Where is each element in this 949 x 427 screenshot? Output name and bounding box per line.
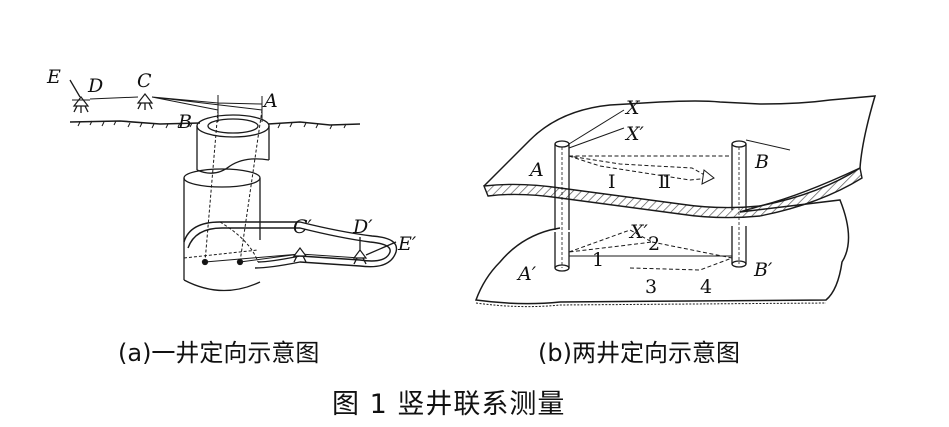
upper-survey-lines: [568, 109, 791, 151]
lower-ground-hatch-edge: [475, 302, 827, 308]
upper-ground-hatched-strip: [483, 166, 863, 219]
label-d: D: [87, 75, 103, 97]
label-b: B: [177, 111, 192, 133]
panel-a-caption: (a)一井定向示意图: [118, 339, 320, 367]
underground-station-d-prime: [352, 237, 368, 265]
figure-title: 图 1 竖井联系测量: [332, 389, 566, 420]
label-ii: Ⅱ: [658, 171, 671, 193]
label-1: 1: [592, 249, 604, 271]
e-to-d-line: [69, 79, 81, 98]
lower-shaft: [183, 178, 261, 280]
label-d-prime: D′: [352, 216, 373, 238]
lower-shaft-base: [183, 279, 261, 292]
lower-traverse: [568, 229, 733, 271]
d-prime-to-e-prime-line: [365, 241, 397, 256]
upper-shaft-bottom: [196, 158, 270, 174]
panel-b-diagram: X X′ A B Ⅰ Ⅱ X′ 2 1 A′ B′ 3 4: [474, 95, 877, 308]
ground-ticks: [77, 120, 347, 130]
surface-connection-lines: [89, 95, 263, 122]
plumb-lines: [204, 109, 263, 263]
lower-shaft-top: [183, 168, 261, 188]
label-e-prime: E′: [397, 233, 417, 255]
surface-station-d: [72, 96, 90, 113]
label-b: B: [754, 151, 769, 173]
tunnel-outline-outer: [183, 221, 398, 269]
label-4: 4: [700, 276, 712, 298]
label-x: X: [624, 97, 641, 119]
tunnel-dashed-section: [183, 221, 259, 263]
shaft-b: [731, 140, 747, 268]
panel-a-diagram: E D C A B C′ D′ E′: [46, 66, 417, 292]
label-c: C: [137, 70, 152, 92]
traverse-arrow: [701, 169, 715, 185]
label-a: A: [262, 90, 278, 112]
label-b-prime: B′: [753, 259, 773, 281]
label-x-prime-lower: X′: [628, 221, 649, 243]
panel-b-caption: (b)两井定向示意图: [538, 339, 740, 367]
upper-shaft: [196, 126, 270, 170]
upper-ground-surface: [483, 95, 877, 213]
label-2: 2: [648, 233, 660, 255]
lower-ground-surface: [474, 199, 850, 305]
label-e: E: [46, 66, 61, 88]
shaft-a: [554, 140, 570, 272]
label-i: Ⅰ: [608, 171, 616, 193]
label-x-prime: X′: [624, 123, 645, 145]
surface-station-c: [136, 93, 154, 110]
label-3: 3: [645, 276, 657, 298]
label-a: A: [528, 159, 544, 181]
label-a-prime: A′: [516, 263, 537, 285]
underground-station-c-prime: [292, 247, 308, 263]
label-c-prime: C′: [293, 216, 313, 238]
shaft-top-ring-inner: [207, 118, 259, 134]
